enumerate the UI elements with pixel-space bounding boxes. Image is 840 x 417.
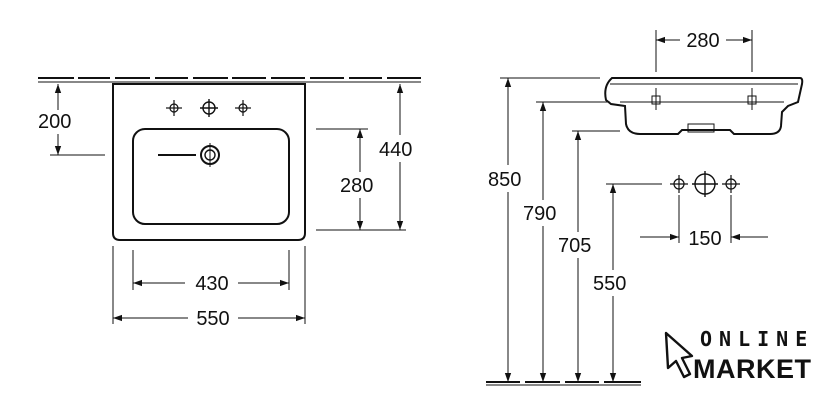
logo-line2: MARKET — [693, 354, 812, 384]
tap-hole-right-icon — [235, 100, 251, 116]
dim-790: 790 — [523, 203, 556, 225]
wall-strip — [38, 77, 421, 83]
dim-550: 550 — [196, 308, 229, 330]
dim-150: 150 — [688, 228, 721, 250]
side-tap-hole-icon — [651, 88, 757, 110]
tap-hole-detail-left-icon — [670, 175, 688, 193]
online-market-logo: ONLINE MARKET — [664, 327, 814, 384]
dim-430: 430 — [195, 273, 228, 295]
dim-440: 440 — [379, 139, 412, 161]
basin-profile — [604, 77, 804, 135]
dimension-lines — [54, 84, 404, 322]
tap-hole-detail-center-icon — [692, 171, 718, 197]
basin-bowl — [132, 128, 290, 225]
dim-280-taps: 280 — [686, 30, 719, 52]
drain-icon — [200, 143, 220, 167]
dim-280-bowl: 280 — [340, 175, 373, 197]
logo-line1: ONLINE — [700, 327, 814, 351]
side-dimension-lines — [504, 36, 768, 382]
tap-hole-detail-right-icon — [722, 175, 740, 193]
front-view — [38, 77, 421, 324]
front-view-labels: 200 440 280 430 550 — [38, 111, 412, 330]
dim-705: 705 — [558, 235, 591, 257]
tap-hole-center-icon — [200, 99, 218, 117]
dim-850: 850 — [488, 169, 521, 191]
cursor-icon — [664, 331, 694, 379]
tap-hole-left-icon — [166, 100, 182, 116]
floor-strip — [486, 381, 641, 386]
waste-outlet — [687, 123, 715, 133]
side-view — [486, 30, 804, 386]
side-view-labels: 280 850 790 705 550 150 — [488, 30, 722, 295]
dim-200: 200 — [38, 111, 71, 133]
basin-outline — [112, 83, 306, 241]
dim-550-height: 550 — [593, 273, 626, 295]
